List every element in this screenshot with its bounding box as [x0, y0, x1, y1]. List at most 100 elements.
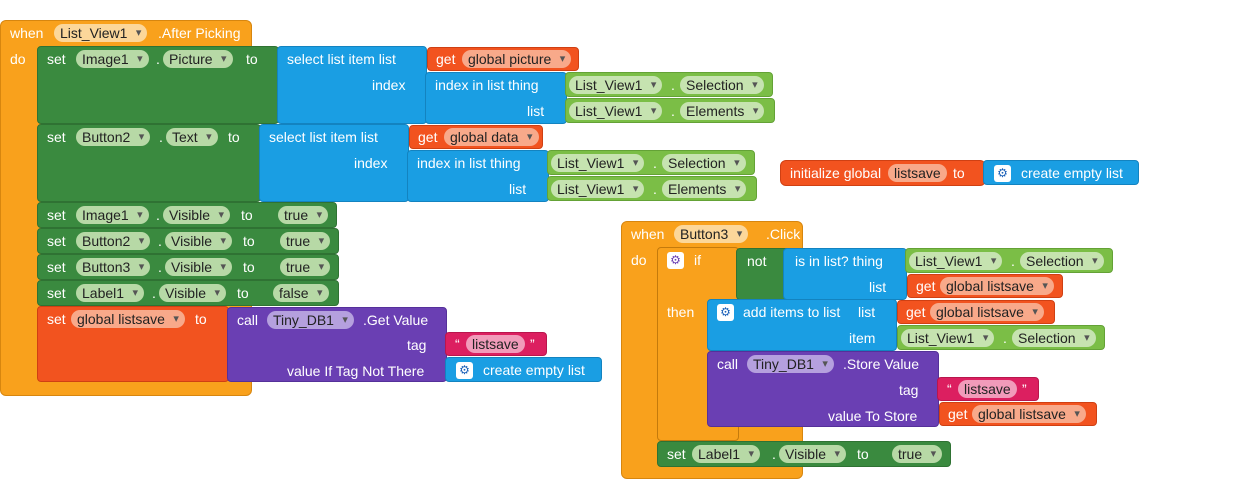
set-button-text-block[interactable]: set Button2 . Text to: [37, 124, 261, 202]
text-listsave-block[interactable]: “ listsave ”: [445, 332, 547, 356]
to-keyword: to: [195, 311, 207, 327]
property-dropdown[interactable]: Elements: [680, 102, 765, 120]
text-value[interactable]: listsave: [466, 335, 525, 353]
get-keyword: get: [436, 51, 456, 67]
component-dropdown[interactable]: Label1: [76, 284, 145, 302]
component-dropdown[interactable]: Image1: [76, 206, 149, 224]
get-global-data-block[interactable]: get global data: [409, 125, 543, 149]
tinydb-component-dropdown[interactable]: Tiny_DB1: [267, 311, 354, 329]
component-dropdown[interactable]: List_View1: [909, 252, 1003, 270]
index-in-list-label: index in list thing: [435, 77, 539, 93]
tinydb-get-value-block[interactable]: call Tiny_DB1 .Get Value tag value If Ta…: [227, 307, 447, 382]
dot-separator: .: [671, 77, 675, 93]
is-in-list-block[interactable]: is in list? thing list: [783, 248, 907, 300]
global-name-field[interactable]: listsave: [888, 164, 947, 182]
boolean-dropdown[interactable]: true: [280, 232, 331, 250]
text-listsave-block[interactable]: “ listsave ”: [937, 377, 1039, 401]
component-dropdown[interactable]: List_View1: [551, 180, 645, 198]
property-dropdown[interactable]: Visible: [163, 206, 230, 224]
to-keyword: to: [237, 285, 249, 301]
property-dropdown[interactable]: Selection: [662, 154, 746, 172]
select-list-item-block[interactable]: select list item list index: [277, 46, 427, 124]
variable-dropdown[interactable]: global listsave: [930, 303, 1044, 321]
property-dropdown[interactable]: Selection: [1020, 252, 1104, 270]
variable-dropdown[interactable]: global listsave: [940, 277, 1054, 295]
property-dropdown[interactable]: Visible: [159, 284, 226, 302]
gear-icon[interactable]: ⚙: [717, 304, 734, 321]
when-keyword: when: [631, 226, 665, 242]
variable-dropdown[interactable]: global listsave: [71, 310, 185, 328]
boolean-dropdown[interactable]: true: [280, 258, 331, 276]
dot-separator: .: [158, 233, 162, 249]
component-dropdown[interactable]: Label1: [692, 445, 761, 463]
create-empty-list-block[interactable]: ⚙ create empty list: [445, 357, 602, 382]
event-component-dropdown[interactable]: List_View1: [54, 24, 148, 42]
boolean-dropdown[interactable]: true: [892, 445, 943, 463]
text-value[interactable]: listsave: [958, 380, 1017, 398]
event-component-dropdown[interactable]: Button3: [674, 225, 749, 243]
component-dropdown[interactable]: Button3: [76, 258, 151, 276]
selection-getter-block[interactable]: List_View1 . Selection: [897, 325, 1105, 350]
index-in-list-block[interactable]: index in list thing list: [425, 72, 567, 124]
when-keyword: when: [10, 25, 44, 41]
component-dropdown[interactable]: List_View1: [901, 329, 995, 347]
set-label-visible-block[interactable]: set Label1 . Visible to false: [37, 280, 339, 306]
component-dropdown[interactable]: List_View1: [551, 154, 645, 172]
not-keyword: not: [747, 253, 767, 269]
set-label-visible-block[interactable]: set Label1 . Visible to true: [657, 441, 951, 467]
elements-getter-block[interactable]: List_View1 . Elements: [547, 176, 757, 201]
set-button2-visible-block[interactable]: set Button2 . Visible to true: [37, 228, 339, 254]
component-dropdown[interactable]: Button2: [76, 232, 151, 250]
initialize-global-block[interactable]: initialize global listsave to: [780, 160, 986, 186]
add-items-to-list-block[interactable]: ⚙ add items to list list item: [707, 299, 897, 351]
component-dropdown[interactable]: List_View1: [569, 102, 663, 120]
boolean-dropdown[interactable]: true: [278, 206, 329, 224]
gear-icon[interactable]: ⚙: [667, 252, 684, 269]
set-button3-visible-block[interactable]: set Button3 . Visible to true: [37, 254, 339, 280]
elements-getter-block[interactable]: List_View1 . Elements: [565, 98, 775, 123]
set-keyword: set: [47, 233, 66, 249]
property-dropdown[interactable]: Selection: [680, 76, 764, 94]
dot-separator: .: [152, 285, 156, 301]
get-global-listsave-block[interactable]: get global listsave: [897, 300, 1055, 324]
property-dropdown[interactable]: Selection: [1012, 329, 1096, 347]
dot-separator: .: [156, 207, 160, 223]
value-if-tag-not-there-label: value If Tag Not There: [287, 363, 425, 379]
dot-separator: .: [156, 51, 160, 67]
select-list-item-block[interactable]: select list item list index: [259, 124, 409, 202]
set-image-picture-block[interactable]: set Image1 . Picture to: [37, 46, 279, 124]
property-dropdown[interactable]: Visible: [165, 232, 232, 250]
create-empty-list-block[interactable]: ⚙ create empty list: [983, 160, 1139, 185]
set-global-listsave-block[interactable]: set global listsave to: [37, 306, 229, 382]
selection-getter-block[interactable]: List_View1 . Selection: [565, 72, 773, 97]
select-list-item-label: select list item list: [269, 129, 378, 145]
tinydb-store-value-block[interactable]: call Tiny_DB1 .Store Value tag value To …: [707, 351, 939, 427]
boolean-dropdown[interactable]: false: [273, 284, 329, 302]
gear-icon[interactable]: ⚙: [456, 362, 473, 379]
variable-dropdown[interactable]: global listsave: [972, 405, 1086, 423]
tinydb-component-dropdown[interactable]: Tiny_DB1: [747, 355, 834, 373]
index-in-list-block[interactable]: index in list thing list: [407, 150, 549, 202]
component-dropdown[interactable]: Image1: [76, 50, 149, 68]
property-dropdown[interactable]: Visible: [779, 445, 846, 463]
property-dropdown[interactable]: Elements: [662, 180, 747, 198]
property-dropdown[interactable]: Picture: [163, 50, 233, 68]
do-keyword: do: [631, 252, 647, 268]
component-dropdown[interactable]: Button2: [76, 128, 151, 146]
property-dropdown[interactable]: Text: [166, 128, 218, 146]
set-image-visible-block[interactable]: set Image1 . Visible to true: [37, 202, 337, 228]
gear-icon[interactable]: ⚙: [994, 165, 1011, 182]
get-global-listsave-block[interactable]: get global listsave: [939, 402, 1097, 426]
selection-getter-block[interactable]: List_View1 . Selection: [547, 150, 755, 175]
tag-label: tag: [899, 382, 919, 398]
list-label: list: [869, 279, 887, 295]
selection-getter-block[interactable]: List_View1 . Selection: [905, 248, 1113, 273]
get-global-listsave-block[interactable]: get global listsave: [907, 274, 1063, 298]
variable-dropdown[interactable]: global picture: [462, 50, 572, 68]
variable-dropdown[interactable]: global data: [444, 128, 539, 146]
property-dropdown[interactable]: Visible: [165, 258, 232, 276]
dot-separator: .: [1003, 330, 1007, 346]
dot-separator: .: [653, 181, 657, 197]
component-dropdown[interactable]: List_View1: [569, 76, 663, 94]
get-global-picture-block[interactable]: get global picture: [427, 47, 579, 71]
